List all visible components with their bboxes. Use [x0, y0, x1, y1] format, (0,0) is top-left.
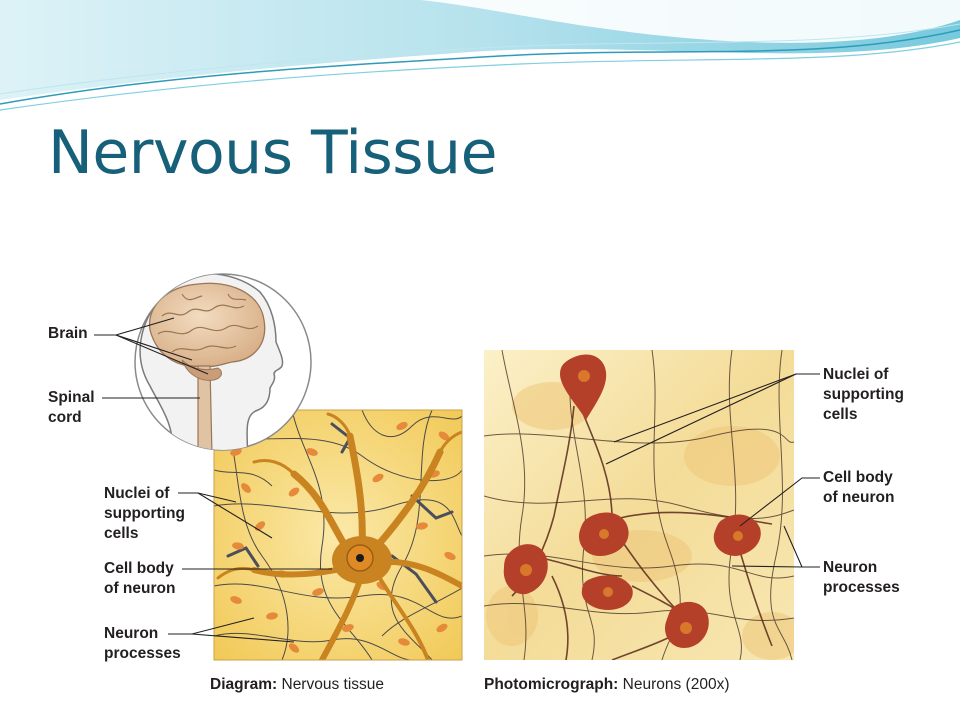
neuron-icon	[216, 412, 462, 660]
diagram-tissue-block	[214, 410, 462, 660]
caption-diagram: Diagram: Nervous tissue	[210, 676, 384, 694]
caption-photo-bold: Photomicrograph:	[484, 676, 619, 693]
label-diagram-nuclei: Nuclei of supporting cells	[104, 485, 185, 542]
label-brain: Brain	[48, 325, 88, 342]
slide-title: Nervous Tissue	[48, 118, 497, 188]
figure-panel: Brain Spinal cord Nuclei of supporting c…	[32, 256, 928, 700]
caption-photo: Photomicrograph: Neurons (200x)	[484, 676, 729, 694]
photomicrograph	[484, 350, 794, 660]
brain-icon	[148, 282, 266, 368]
label-spinal-cord: Spinal cord	[48, 389, 95, 426]
label-diagram-cell-body: Cell body of neuron	[104, 560, 176, 597]
label-photo-cell-body: Cell body of neuron	[823, 469, 895, 506]
spinal-cord-icon	[197, 365, 213, 450]
header-wave-decoration	[0, 0, 960, 111]
label-diagram-processes: Neuron processes	[104, 625, 181, 662]
nervous-tissue-figure	[94, 273, 820, 661]
caption-photo-text: Neurons (200x)	[618, 676, 730, 693]
head-inset	[134, 273, 312, 451]
caption-diagram-text: Nervous tissue	[277, 676, 385, 693]
caption-diagram-bold: Diagram:	[210, 676, 278, 693]
label-photo-nuclei: Nuclei of supporting cells	[823, 366, 904, 423]
label-photo-processes: Neuron processes	[823, 559, 900, 596]
leader-lines	[94, 317, 820, 643]
